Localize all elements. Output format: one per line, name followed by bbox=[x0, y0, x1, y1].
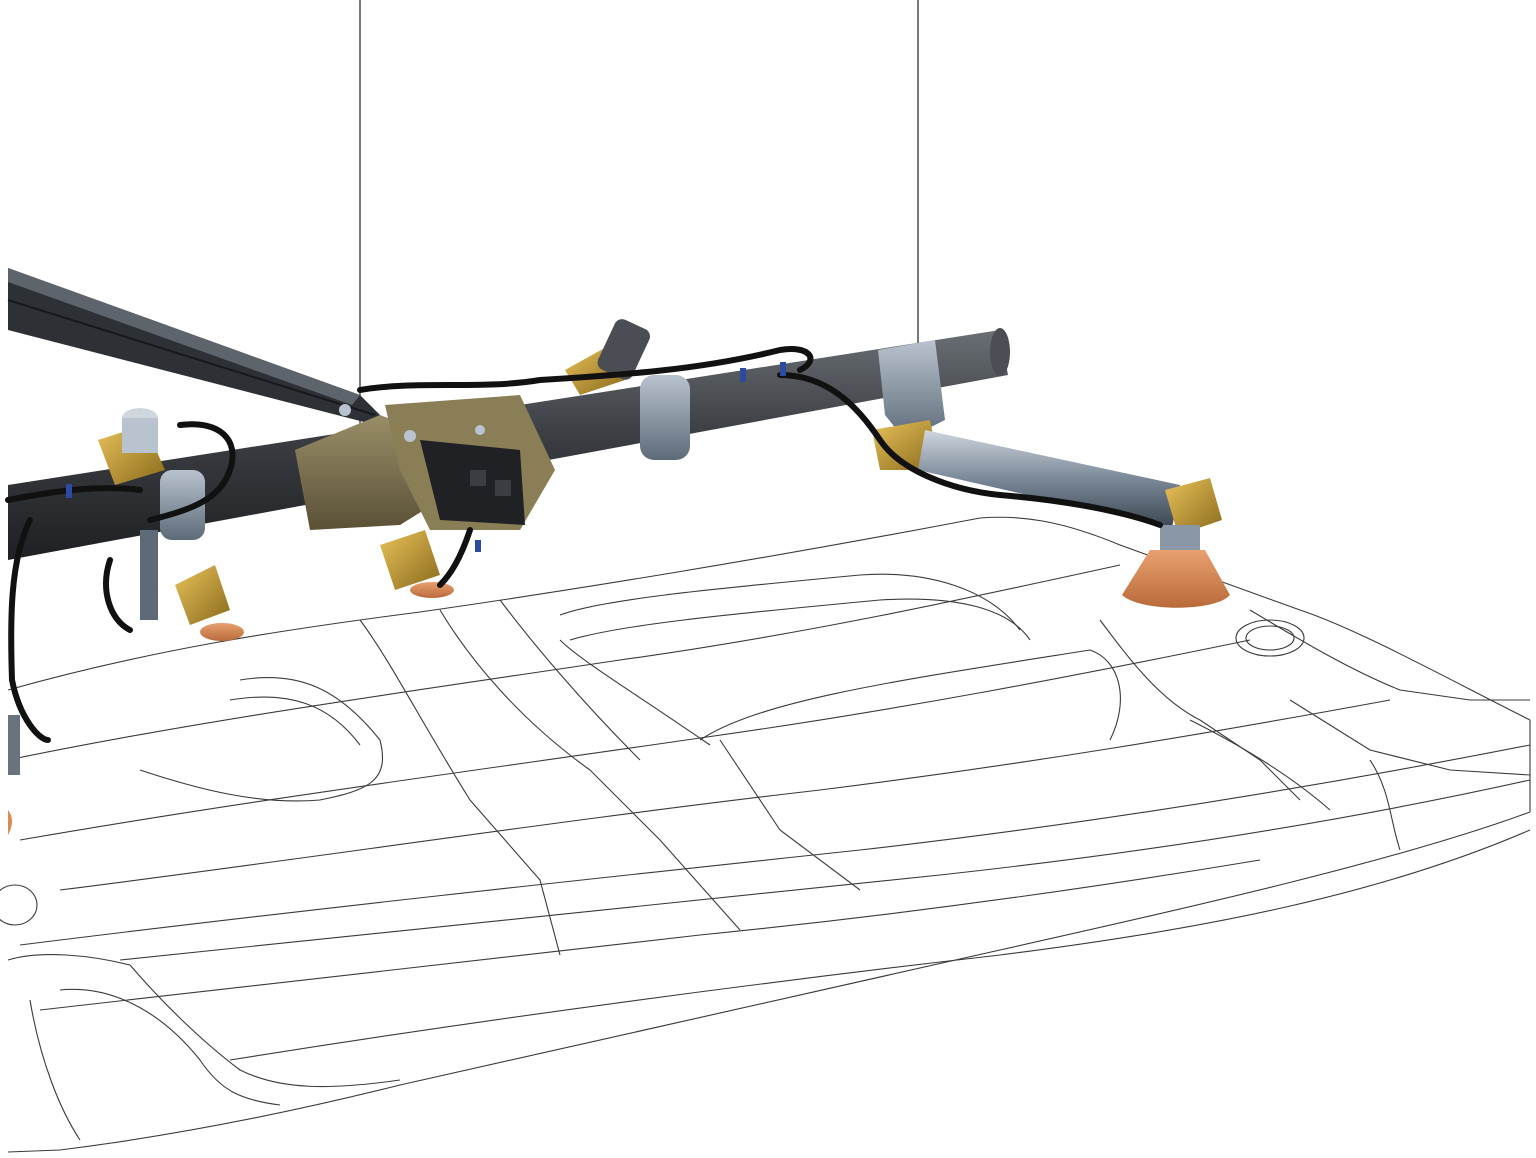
suction-cup-middle bbox=[410, 582, 454, 598]
pneumatic-cylinder bbox=[918, 430, 1222, 550]
support-rod-left bbox=[140, 530, 158, 620]
tube-clamp-right bbox=[878, 340, 945, 440]
gripper-assembly bbox=[5, 268, 1230, 835]
hose-connector-rings bbox=[66, 362, 786, 552]
suction-cup-right bbox=[1122, 550, 1230, 608]
central-hub bbox=[295, 395, 555, 530]
brass-fitting-lower-middle bbox=[380, 530, 440, 590]
air-hoses bbox=[5, 346, 1163, 743]
edge-component bbox=[8, 715, 20, 835]
tube-clamp-left bbox=[160, 470, 205, 540]
suction-cup-left bbox=[200, 623, 244, 641]
brass-fitting-top bbox=[565, 319, 650, 395]
wireframe-panel bbox=[0, 516, 1531, 1153]
brass-fitting-left bbox=[98, 408, 165, 485]
profile-beam bbox=[7, 268, 395, 430]
brass-fitting-lower-left bbox=[175, 565, 230, 625]
tube-clamp-middle bbox=[640, 375, 690, 460]
